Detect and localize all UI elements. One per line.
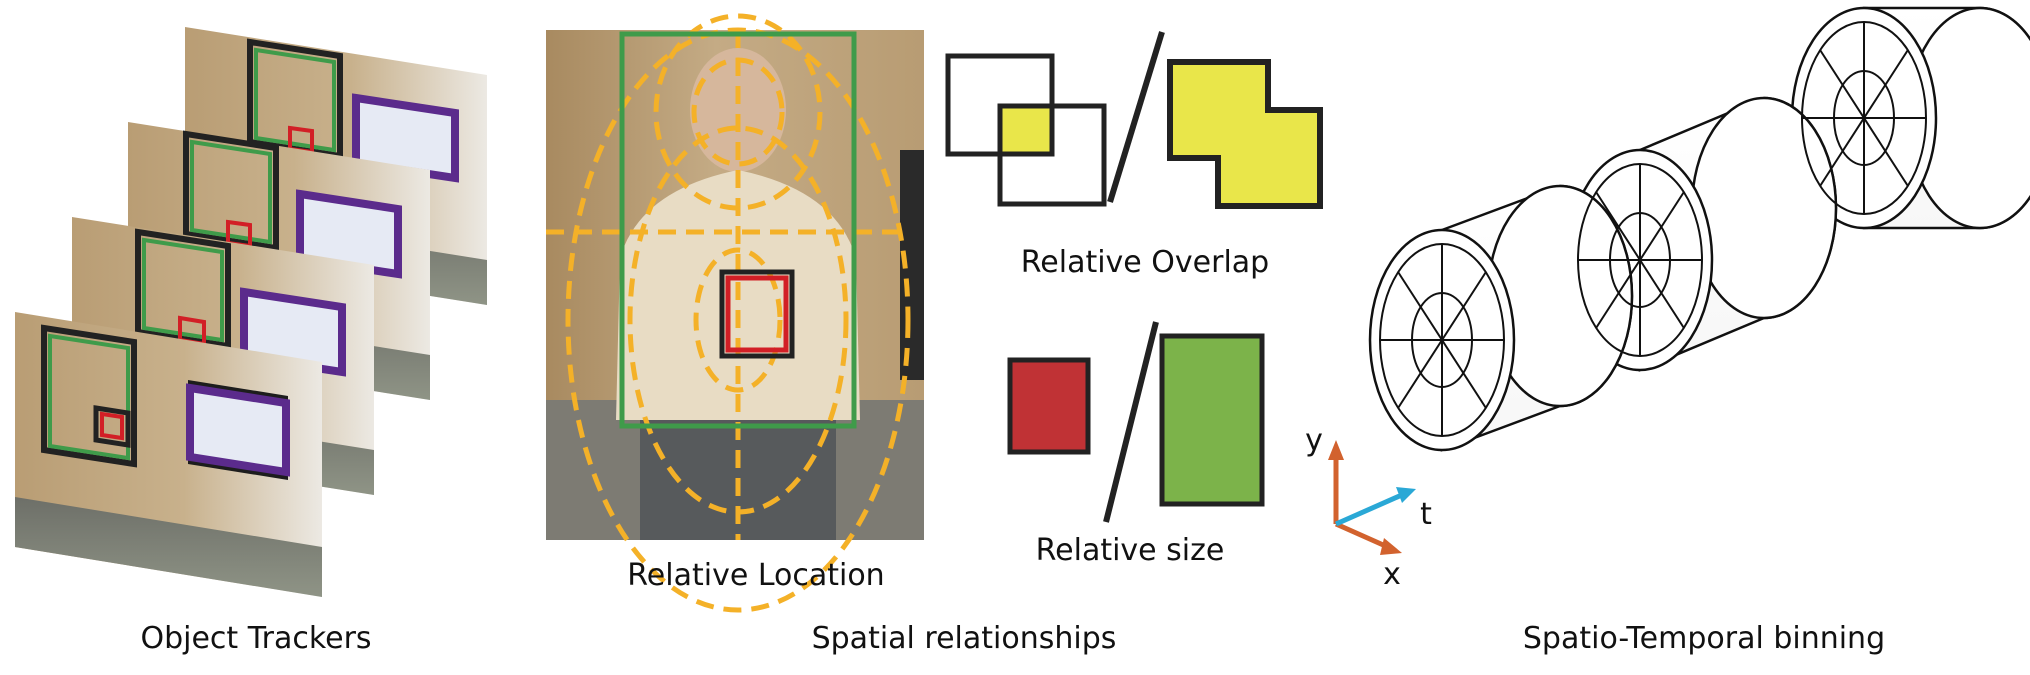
relative-overlap-figure bbox=[945, 31, 1323, 209]
object-tracker-box bbox=[100, 411, 124, 441]
spatio-temporal-binning-caption: Spatio-Temporal binning bbox=[1523, 621, 1885, 656]
bin-faces bbox=[1379, 21, 1927, 437]
person-head bbox=[690, 48, 786, 172]
axis-x-label: x bbox=[1383, 557, 1401, 592]
axis-t-label: t bbox=[1420, 497, 1432, 532]
person-bounding-box bbox=[619, 31, 857, 429]
monitor-tracker-box bbox=[186, 383, 290, 477]
relative-location-panel bbox=[546, 13, 924, 613]
object-bounding-box bbox=[725, 275, 789, 353]
object-size-box bbox=[1007, 357, 1091, 455]
binning-cylinders bbox=[1368, 6, 2030, 452]
object-trackers-caption: Object Trackers bbox=[140, 621, 371, 656]
person-tracker-box bbox=[254, 47, 336, 153]
radial-bin-face-3 bbox=[1801, 21, 1927, 215]
axis-y-label: y bbox=[1305, 423, 1323, 458]
relative-overlap-label: Relative Overlap bbox=[1021, 245, 1269, 280]
spatial-relationships-caption: Spatial relationships bbox=[812, 621, 1117, 656]
monitor-tracker-box bbox=[296, 189, 402, 279]
relative-location-label: Relative Location bbox=[627, 558, 884, 593]
divide-slash-size bbox=[1103, 321, 1159, 523]
relative-size-figure bbox=[1007, 321, 1265, 523]
union-shape bbox=[1167, 59, 1323, 209]
divide-slash bbox=[1107, 31, 1165, 203]
person-size-box bbox=[1159, 333, 1265, 507]
relative-size-label: Relative size bbox=[1036, 533, 1225, 568]
person-tracker-box bbox=[190, 139, 272, 245]
axes-icon bbox=[1328, 440, 1416, 555]
location-grid bbox=[546, 13, 911, 613]
radial-bin-face-1 bbox=[1379, 243, 1505, 437]
video-frame-1 bbox=[15, 312, 322, 597]
overlap-box-b bbox=[997, 103, 1107, 207]
monitor-tracker-box bbox=[352, 93, 459, 183]
person-tracker-box bbox=[48, 333, 130, 461]
person-tracker-box bbox=[142, 237, 224, 343]
cylinder-1 bbox=[1368, 184, 1634, 452]
monitor-tracker-box bbox=[240, 287, 346, 377]
person-box-outline bbox=[183, 130, 279, 252]
radial-bin-face-2 bbox=[1577, 163, 1703, 357]
person-box-outline bbox=[41, 324, 137, 468]
person-box-outline bbox=[135, 228, 231, 350]
object-trackers-panel bbox=[15, 27, 487, 597]
